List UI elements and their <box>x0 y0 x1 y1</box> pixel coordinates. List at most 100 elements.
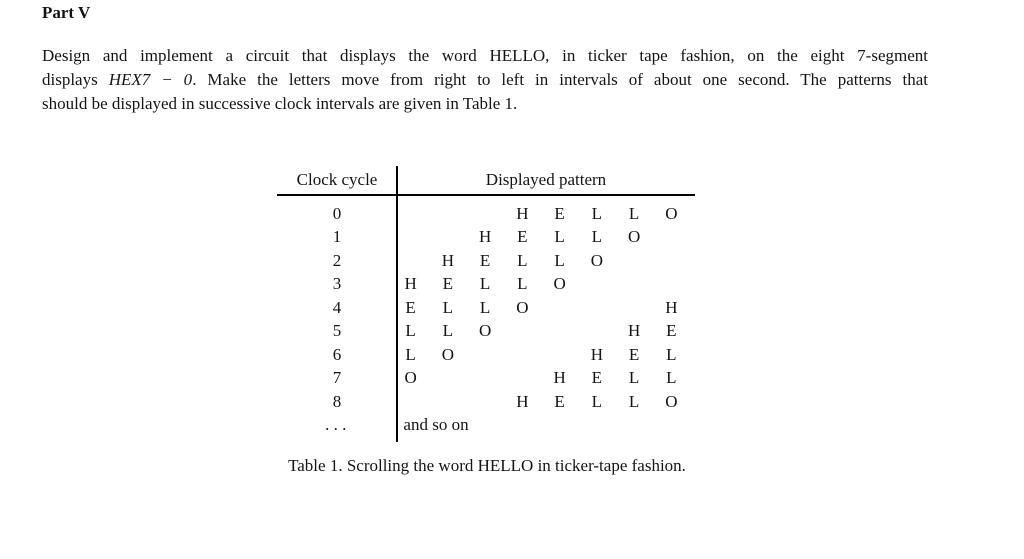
table-caption: Table 1. Scrolling the word HELLO in tic… <box>288 456 686 475</box>
pattern-letter: L <box>591 227 603 247</box>
table-row: 6 L O H E L <box>277 343 695 367</box>
pattern-letter: H <box>553 368 566 388</box>
paragraph-text: Design and implement a circuit that disp… <box>42 46 928 65</box>
clock-cycle-value: 5 <box>332 321 342 341</box>
pattern-letter <box>429 392 466 412</box>
column-divider-line <box>396 166 398 442</box>
pattern-letter <box>467 204 504 224</box>
clock-cycle-value: 6 <box>332 344 342 364</box>
pattern-letter: L <box>442 321 454 341</box>
pattern-letter <box>541 298 578 318</box>
pattern-letter: E <box>666 321 677 341</box>
pattern-letter <box>467 345 504 365</box>
pattern-letter <box>653 251 690 271</box>
pattern-letter <box>653 274 690 294</box>
clock-cycle-value: 7 <box>332 368 342 388</box>
pattern-letter: L <box>666 344 677 364</box>
pattern-letter <box>504 321 541 341</box>
clock-cycle-value: . . . <box>325 415 347 435</box>
pattern-letter: E <box>405 297 416 317</box>
pattern-letter: O <box>553 274 566 294</box>
and-so-on-note: and so on <box>403 415 469 435</box>
clock-cycle-header: Clock cycle <box>296 170 378 189</box>
pattern-letter: H <box>404 274 417 294</box>
pattern-letter: E <box>554 203 565 223</box>
pattern-letter <box>578 274 615 294</box>
pattern-letter: H <box>665 297 678 317</box>
pattern-letter: L <box>591 391 603 411</box>
pattern-letter <box>467 368 504 388</box>
pattern-letter: H <box>441 250 455 270</box>
table-row: 7 O H E L L <box>277 367 695 391</box>
pattern-letter: L <box>628 203 640 223</box>
pattern-letter: L <box>479 274 491 294</box>
pattern-letter <box>578 321 615 341</box>
intro-paragraph: Design and implement a circuit that disp… <box>42 44 928 116</box>
pattern-letter <box>504 345 541 365</box>
pattern-letter: O <box>478 321 492 341</box>
pattern-letter <box>429 227 466 247</box>
clock-cycle-value: 0 <box>332 203 342 223</box>
pattern-letter: O <box>441 344 455 364</box>
table-header-row: Clock cycle Displayed pattern <box>277 166 695 196</box>
pattern-letter: O <box>665 391 678 411</box>
pattern-letter: H <box>516 391 529 411</box>
displayed-pattern-header: Displayed pattern <box>485 170 607 189</box>
pattern-letter: O <box>590 250 604 270</box>
part-title: Part V <box>42 3 91 22</box>
pattern-letter: L <box>554 227 565 247</box>
paragraph-line-1: Design and implement a circuit that disp… <box>42 44 928 68</box>
paragraph-line-3: should be displayed in successive clock … <box>42 92 928 116</box>
pattern-letter <box>429 368 466 388</box>
clock-cycle-value: 4 <box>332 297 342 317</box>
pattern-letter: E <box>442 274 454 294</box>
pattern-letter: O <box>516 297 529 317</box>
pattern-letter: H <box>478 227 492 247</box>
pattern-letter: E <box>517 227 528 247</box>
pattern-letter: O <box>404 368 417 388</box>
pattern-letter: L <box>405 321 416 341</box>
clock-cycle-value: 2 <box>332 250 342 270</box>
paragraph-text: displays <box>42 70 109 89</box>
pattern-letter: L <box>517 274 528 294</box>
pattern-letter <box>541 321 578 341</box>
pattern-letter: L <box>591 203 603 223</box>
table-row: . . . and so on <box>277 414 695 438</box>
pattern-letter: H <box>516 203 529 223</box>
clock-cycle-value: 8 <box>332 391 342 411</box>
pattern-letter: E <box>591 368 603 388</box>
paragraph-text: should be displayed in successive clock … <box>42 94 518 113</box>
pattern-letter: H <box>590 344 604 364</box>
pattern-letter <box>541 345 578 365</box>
pattern-letter <box>653 227 690 247</box>
pattern-letter: E <box>628 344 640 364</box>
pattern-letter: O <box>665 203 678 223</box>
pattern-letter: L <box>628 368 640 388</box>
pattern-letter <box>616 251 653 271</box>
pattern-letter: O <box>627 227 641 247</box>
pattern-letter <box>467 392 504 412</box>
pattern-letter: L <box>442 297 454 317</box>
pattern-letter <box>616 274 653 294</box>
pattern-letter <box>429 204 466 224</box>
pattern-letter <box>504 368 541 388</box>
pattern-letter: E <box>554 391 565 411</box>
pattern-letter: L <box>517 250 528 270</box>
paragraph-text: . Make the letters move from right to le… <box>192 70 928 89</box>
clock-cycle-value: 1 <box>332 227 342 247</box>
pattern-letter: L <box>405 344 416 364</box>
pattern-letter: L <box>666 368 677 388</box>
